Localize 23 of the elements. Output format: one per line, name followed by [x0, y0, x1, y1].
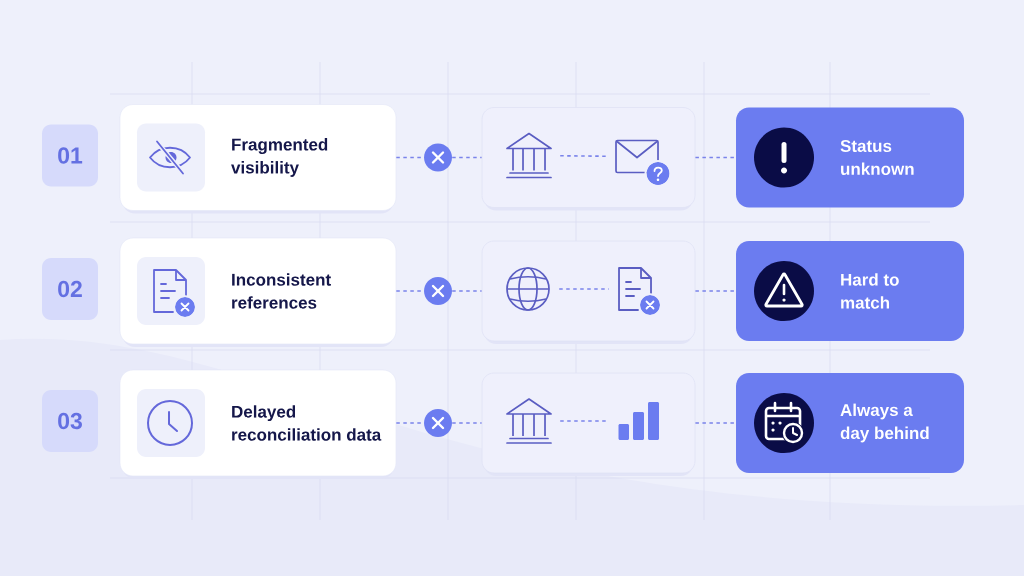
dashed-line [451, 422, 483, 424]
icon-panel [481, 107, 696, 211]
envelope-question-icon [615, 139, 672, 187]
icon-panel [481, 240, 696, 344]
dashed-line [694, 156, 737, 159]
cross-circle-icon [424, 409, 452, 437]
document-x-icon [618, 267, 662, 317]
icon-panel [481, 372, 696, 476]
dashed-line [694, 422, 737, 424]
step-number: 02 [42, 258, 98, 320]
dashed-line [451, 290, 483, 292]
dashed-line [558, 288, 610, 290]
bank-icon [506, 132, 552, 179]
dashed-line [559, 155, 608, 157]
dashed-line [451, 156, 483, 159]
step-number: 03 [42, 390, 98, 452]
globe-icon [506, 267, 550, 311]
dashed-line [694, 290, 737, 292]
bank-icon [506, 398, 552, 444]
cross-circle-icon [424, 277, 452, 305]
cross-circle-icon [424, 143, 452, 172]
step-number: 01 [42, 124, 98, 187]
bar-chart-icon [618, 402, 659, 440]
